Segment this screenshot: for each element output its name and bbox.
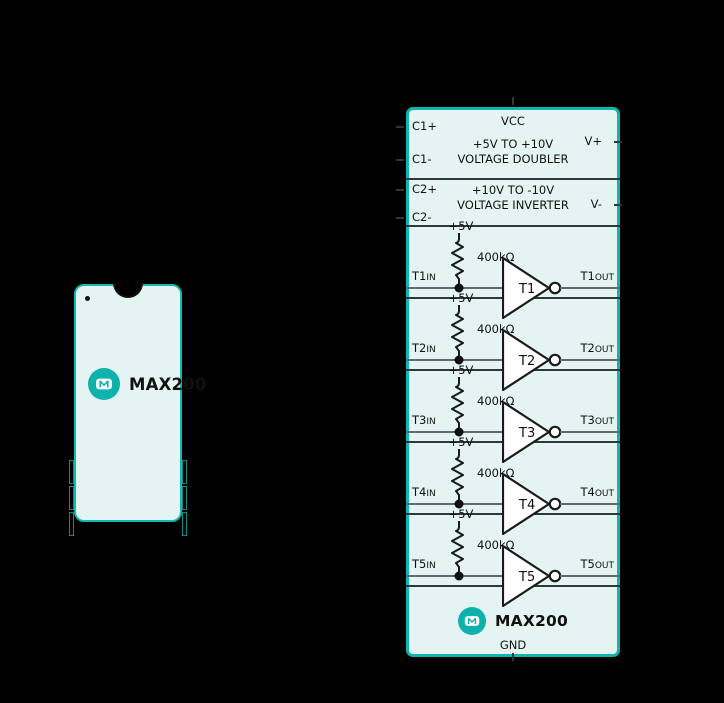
gnd-label: GND: [499, 638, 527, 652]
input-wire: [406, 359, 502, 361]
transmitter-channel: +5V 400kΩ T4IN T4 T4OUT: [406, 107, 620, 657]
supply-label: +5V: [448, 507, 474, 521]
output-wire: [560, 503, 620, 505]
output-pin-label: T4OUT: [580, 485, 614, 499]
block-line1: +5V TO +10V: [472, 137, 554, 151]
resistor-value-label: 400kΩ: [477, 466, 515, 480]
output-pin-label: T2OUT: [580, 341, 614, 355]
maxim-logo-icon: [458, 607, 487, 635]
svg-text:T2: T2: [518, 354, 535, 369]
input-pin-label: T2IN: [412, 341, 436, 355]
junction-node: [454, 427, 464, 437]
package-pin-tab: [69, 460, 74, 484]
vcc-label: VCC: [501, 114, 525, 128]
output-pin-label: T1OUT: [580, 269, 614, 283]
transmitter-channel: +5V 400kΩ T1IN T1 T1OUT: [406, 107, 620, 657]
transmitter-channel: +5V 400kΩ T3IN T3 T3OUT: [406, 107, 620, 657]
inverter-gate-icon: T3: [502, 401, 562, 463]
pullup-resistor-icon: [451, 305, 464, 363]
block-voltage-doubler: +5V TO +10V VOLTAGE DOUBLER: [457, 137, 568, 167]
section-divider: [406, 178, 620, 180]
pin-label-vplus: V+: [584, 134, 602, 148]
output-wire: [560, 575, 620, 577]
output-pin-label: T3OUT: [580, 413, 614, 427]
output-wire: [560, 431, 620, 433]
resistor-value-label: 400kΩ: [477, 250, 515, 264]
pullup-resistor-icon: [451, 449, 464, 507]
chip-brand: MAX200: [458, 607, 568, 635]
supply-label: +5V: [448, 435, 474, 449]
pin-label-c1p: C1+: [412, 119, 437, 133]
ic-package-outline: MAX200: [69, 280, 206, 536]
package-body: [74, 284, 182, 522]
c1p-pin-stub: [396, 126, 404, 128]
pullup-resistor-icon: [451, 233, 464, 291]
block-line2: VOLTAGE DOUBLER: [457, 152, 569, 166]
package-brand: MAX200: [88, 368, 207, 400]
vminus-pin-stub: [614, 204, 622, 206]
input-wire: [406, 503, 502, 505]
inverter-gate-icon: T4: [502, 473, 562, 535]
package-pin-tab: [182, 512, 187, 536]
package-part-label: MAX200: [129, 374, 207, 394]
input-wire: [406, 575, 502, 577]
junction-node: [454, 499, 464, 509]
transmitter-channel: +5V 400kΩ T2IN T2 T2OUT: [406, 107, 620, 657]
c2n-pin-stub: [396, 217, 404, 219]
supply-label: +5V: [448, 219, 474, 233]
output-wire: [560, 287, 620, 289]
supply-label: +5V: [448, 291, 474, 305]
junction-node: [454, 571, 464, 581]
block-line2: VOLTAGE INVERTER: [457, 198, 569, 212]
chip-functional-block: VCC GND C1+ C1- C2+ C2- V+ V- +5V TO +10…: [396, 97, 622, 661]
package-pin-tab: [182, 486, 187, 510]
resistor-value-label: 400kΩ: [477, 538, 515, 552]
vplus-pin-stub: [614, 141, 622, 143]
input-pin-label: T1IN: [412, 269, 436, 283]
vcc-pin-stub: [512, 97, 514, 105]
pin1-indicator-dot-icon: [85, 296, 90, 301]
output-pin-label: T5OUT: [580, 557, 614, 571]
resistor-value-label: 400kΩ: [477, 322, 515, 336]
svg-text:T1: T1: [518, 282, 535, 297]
input-pin-label: T4IN: [412, 485, 436, 499]
c2p-pin-stub: [396, 189, 404, 191]
chip-part-label: MAX200: [495, 612, 568, 630]
pin-label-c1n: C1-: [412, 152, 432, 166]
pin-label-vminus: V-: [590, 197, 602, 211]
input-pin-label: T3IN: [412, 413, 436, 427]
input-pin-label: T5IN: [412, 557, 436, 571]
svg-text:T5: T5: [518, 570, 535, 585]
junction-node: [454, 283, 464, 293]
pullup-resistor-icon: [451, 377, 464, 435]
pin-label-c2n: C2-: [412, 210, 432, 224]
svg-text:T4: T4: [518, 498, 535, 513]
output-wire: [560, 359, 620, 361]
pullup-resistor-icon: [451, 521, 464, 579]
transmitter-channel: +5V 400kΩ T5IN T5 T5OUT: [406, 107, 620, 657]
inverter-gate-icon: T5: [502, 545, 562, 607]
junction-node: [454, 355, 464, 365]
gnd-pin-stub: [512, 653, 514, 661]
inverter-gate-icon: T1: [502, 257, 562, 319]
svg-text:T3: T3: [518, 426, 535, 441]
input-wire: [406, 431, 502, 433]
inverter-gate-icon: T2: [502, 329, 562, 391]
resistor-value-label: 400kΩ: [477, 394, 515, 408]
c1n-pin-stub: [396, 159, 404, 161]
block-line1: +10V TO -10V: [471, 183, 555, 197]
package-pin-tab: [69, 512, 74, 536]
package-pin-tab: [182, 460, 187, 484]
section-divider: [406, 225, 620, 227]
maxim-logo-icon: [88, 368, 120, 400]
input-wire: [406, 287, 502, 289]
block-voltage-inverter: +10V TO -10V VOLTAGE INVERTER: [457, 183, 569, 213]
pin-label-c2p: C2+: [412, 182, 437, 196]
supply-label: +5V: [448, 363, 474, 377]
package-pin-tab: [69, 486, 74, 510]
